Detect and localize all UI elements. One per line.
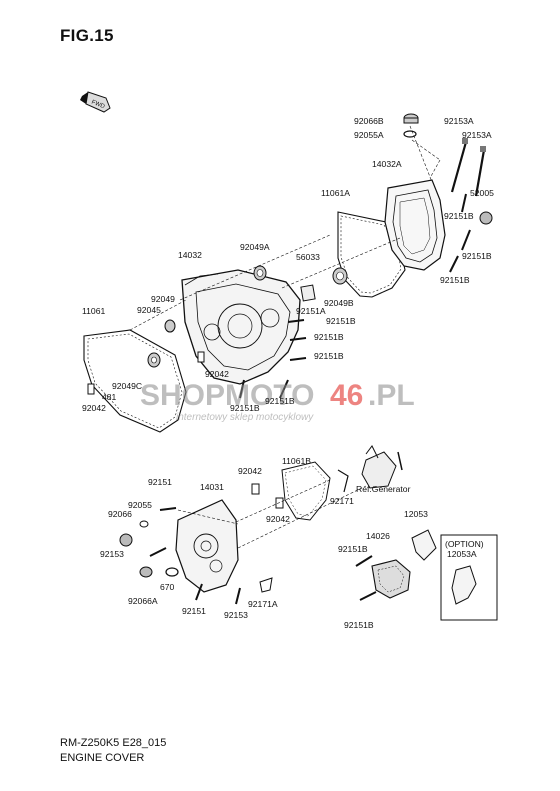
part-label: 92153 [224,610,248,620]
leader-lines-upper [129,125,441,331]
clamp-92171a [259,577,273,593]
bolt-92151b-lower-1 [355,555,373,567]
part-label: 92042 [205,369,229,379]
plug-92066 [119,533,133,547]
fwd-arrow-icon: FWD [80,91,111,113]
dowel-92042-upper [197,351,205,363]
bolt-92151b-lower-2 [359,591,377,601]
part-label: 14026 [366,531,390,541]
part-label: 92151 [148,477,172,487]
dowel-92042-lower-2 [275,497,284,509]
ref-generator [361,445,403,489]
part-label: 92153 [100,549,124,559]
bolt-92153-left [149,547,167,557]
dowel-92042-left [87,383,95,395]
part-label: 92151B [326,316,356,326]
part-label: 92049 [151,294,175,304]
part-label: Ref.Generator [356,484,411,494]
cover-14032a [384,179,446,271]
o-ring-670 [165,567,179,577]
bolt-group-right [449,193,471,273]
part-label: 92151B [440,275,470,285]
part-label: 92171 [330,496,354,506]
part-label: 92151B [230,403,260,413]
part-label: 56033 [296,252,320,262]
plug-92066a [139,566,153,578]
part-label: 14032 [178,250,202,260]
o-ring-92055 [139,520,149,528]
part-label: 92042 [266,514,290,524]
watermark: SHOPMOTO 46 .PL internetowy sklep motocy… [140,379,415,423]
part-label: 52005 [470,188,494,198]
footer-section-name: ENGINE COVER [60,752,145,764]
o-ring-92055a [403,130,417,138]
part-label: 92151 [182,606,206,616]
part-label: 92066B [354,116,384,126]
clamp-92171 [337,469,349,493]
plug-92066b [403,113,419,124]
part-label: 92049A [240,242,270,252]
part-label: 92042 [238,466,262,476]
part-label: 92055A [354,130,384,140]
part-label: 92049B [324,298,354,308]
part-label: 92153A [444,116,474,126]
part-label: 92066 [108,509,132,519]
bolt-group-main [239,319,307,399]
watermark-tagline: internetowy sklep motocyklowy [176,412,314,423]
fwd-label: FWD [90,100,106,111]
part-label: 12053 [404,509,428,519]
dowel-92042-lower-1 [251,483,260,495]
leader-lines-lower [177,479,367,549]
part-label: 14032A [372,159,402,169]
part-label: 92042 [82,403,106,413]
bolt-92153-lower [235,587,241,605]
watermark-brand-number: 46 [330,379,363,412]
option-box [440,534,498,621]
cover-14026 [371,559,411,599]
part-label: 92151B [314,332,344,342]
bolt-92153a-1 [450,138,468,193]
part-label: 11061A [321,188,350,198]
oil-seal-92049b [332,267,348,285]
part-label: 92049C [112,381,142,391]
part-label: 92066A [128,596,158,606]
cover-14032 [181,269,301,385]
part-label: 92151B [338,544,368,554]
guard-12053 [411,529,437,561]
cover-14031 [175,499,239,593]
part-label: 92153A [462,130,492,140]
part-label: 92055 [128,500,152,510]
part-label: 92151A [296,306,326,316]
part-label: 92151B [444,211,474,221]
watermark-brand-suffix: .PL [368,379,415,412]
part-label: 92171A [248,599,278,609]
part-label: (OPTION) [445,539,484,549]
plate-56033 [300,284,316,302]
watermark-brand-left: SHOPMOTO [140,379,314,412]
part-label: 92045 [137,305,161,315]
part-label: 670 [160,582,175,592]
part-label: 481 [102,392,117,402]
plug-52005 [479,211,493,225]
part-label: 92151B [314,351,344,361]
oil-seal-92049 [164,319,176,333]
part-label: 11061 [82,306,105,316]
bolt-92151-lower [195,583,203,601]
bolt-92153a-2 [474,146,486,197]
fig-title: FIG.15 [60,26,114,45]
part-label: 14031 [200,482,224,492]
part-label: 12053A [447,549,477,559]
part-labels: 92066B 92153A 92055A 92153A 14032A 11061… [82,116,494,630]
gasket-11061 [83,329,187,433]
oil-seal-92049c [147,352,161,368]
part-label: 92151B [344,620,374,630]
part-label: 11061B [282,456,311,466]
part-label: 92151B [462,251,492,261]
bolt-92151 [159,507,177,511]
gasket-11061b [281,461,331,521]
oil-seal-92049a [253,265,267,281]
footer-model-code: RM-Z250K5 E28_015 [60,737,167,749]
part-label: 92151B [265,396,295,406]
